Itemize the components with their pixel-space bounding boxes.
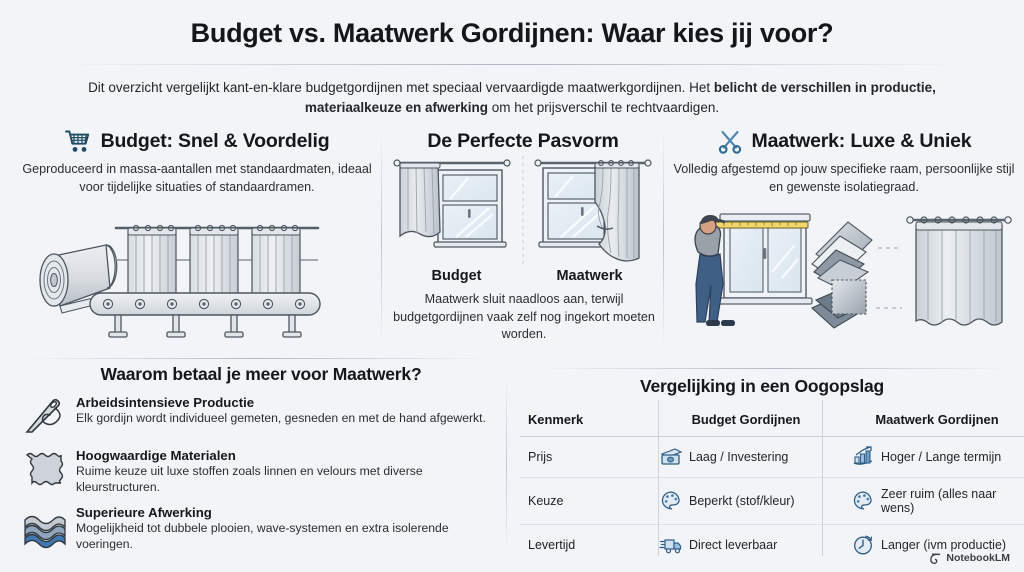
intro-text-bold: belicht de verschillen in productie, mat… xyxy=(304,80,936,115)
clock-icon xyxy=(852,534,874,556)
why-section-divider xyxy=(22,358,492,359)
panel-maatwerk-description: Volledig afgestemd op jouw specifieke ra… xyxy=(673,162,1015,194)
why-section: Waarom betaal je meer voor Maatwerk? Arb… xyxy=(22,364,500,561)
feature-heading: Hoogwaardige Materialen xyxy=(76,448,236,463)
feature-text: Mogelijkheid tot dubbele plooien, wave-s… xyxy=(76,521,449,551)
page-title: Budget vs. Maatwerk Gordijnen: Waar kies… xyxy=(190,18,834,48)
title-divider xyxy=(58,64,966,65)
fabric-swatch-icon xyxy=(22,447,66,491)
delivery-truck-icon xyxy=(659,534,682,556)
panel-maatwerk-title: Maatwerk: Luxe & Uniek xyxy=(751,129,972,152)
bottom-vertical-divider xyxy=(506,376,507,554)
cell-text: Zeer ruim (alles naar wens) xyxy=(881,487,997,515)
table-row: Keuze xyxy=(520,477,1024,525)
cell-text: Beperkt (stof/kleur) xyxy=(689,494,795,508)
conveyor-belt-illustration xyxy=(18,214,376,340)
intro-text-part1: Dit overzicht vergelijkt kant-en-klare b… xyxy=(88,80,714,95)
panel-budget-title: Budget: Snel & Voordelig xyxy=(100,129,330,152)
why-section-title: Waarom betaal je meer voor Maatwerk? xyxy=(100,364,422,384)
feature-item-materials: Hoogwaardige Materialen Ruime keuze uit … xyxy=(22,447,500,495)
feature-text: Ruime keuze uit luxe stoffen zoals linne… xyxy=(76,464,423,494)
feature-item-labor: Arbeidsintensieve Productie Elk gordijn … xyxy=(22,394,500,438)
row-label-keuze: Keuze xyxy=(520,477,650,525)
row-label-levertijd: Levertijd xyxy=(528,538,576,552)
table-row: Levertijd xyxy=(520,525,1024,566)
column-header-maatwerk: Maatwerk Gordijnen xyxy=(842,407,1024,437)
column-header-budget: Budget Gordijnen xyxy=(650,407,842,437)
shopping-cart-icon xyxy=(64,129,92,154)
growth-chart-icon xyxy=(852,446,874,468)
custom-measuring-illustration xyxy=(670,206,1018,341)
money-cash-icon xyxy=(660,446,683,468)
scissors-icon xyxy=(717,129,743,154)
feature-text: Elk gordijn wordt individueel gemeten, g… xyxy=(76,411,486,425)
comparison-title: Vergelijking in een Oogopslag xyxy=(639,376,885,396)
palette-icon xyxy=(660,490,682,512)
cell-budget-keuze: Beperkt (stof/kleur) xyxy=(650,477,842,525)
caption-maatwerk: Maatwerk xyxy=(556,268,623,284)
cell-text: Direct leverbaar xyxy=(689,538,778,552)
cell-budget-prijs: Laag / Investering xyxy=(650,436,842,478)
window-captions: Budget Maatwerk xyxy=(390,268,656,284)
cell-text: Hoger / Lange termijn xyxy=(881,450,1002,464)
cell-text: Langer (ivm productie) xyxy=(881,538,1007,552)
comparison-section-divider xyxy=(540,368,1010,369)
panels-row: Budget: Snel & Voordelig Geproduceerd in… xyxy=(0,126,1024,356)
panel-maatwerk-header: Maatwerk: Luxe & Uniek xyxy=(670,126,1018,156)
feature-item-finishing: Superieure Afwerking Mogelijkheid tot du… xyxy=(22,504,500,552)
window-comparison-illustration xyxy=(390,154,656,269)
panel-maatwerk: Maatwerk: Luxe & Uniek Volledig afgestem… xyxy=(670,126,1018,329)
intro-paragraph: Dit overzicht vergelijkt kant-en-klare b… xyxy=(72,78,952,118)
panel-divider-2 xyxy=(663,130,664,348)
panel-budget: Budget: Snel & Voordelig Geproduceerd in… xyxy=(18,126,376,338)
feature-heading: Superieure Afwerking xyxy=(76,505,212,520)
cell-maatwerk-keuze: Zeer ruim (alles naar wens) xyxy=(842,477,1024,525)
caption-budget: Budget xyxy=(431,268,482,284)
table-header-row: Kenmerk Budget Gordijnen Maatwerk Gordij… xyxy=(520,407,1024,437)
cell-text: Laag / Investering xyxy=(689,450,789,464)
table-column-separator-2 xyxy=(822,400,823,556)
palette-icon xyxy=(852,490,874,512)
table-column-separator-1 xyxy=(658,400,659,556)
row-label-prijs: Prijs xyxy=(520,436,650,478)
panel-fit-footnote: Maatwerk sluit naadloos aan, terwijl bud… xyxy=(393,292,655,341)
panel-perfect-fit: De Perfecte Pasvorm xyxy=(390,126,656,342)
table-row: Prijs Laag / Investering xyxy=(520,436,1024,478)
notebooklm-watermark: NotebookLM xyxy=(929,552,1010,564)
notebooklm-spiral-icon xyxy=(929,552,941,564)
panel-budget-header: Budget: Snel & Voordelig xyxy=(18,126,376,156)
cell-budget-levertijd: Direct leverbaar xyxy=(650,525,842,566)
panel-fit-title: De Perfecte Pasvorm xyxy=(427,129,619,152)
panel-budget-description: Geproduceerd in massa-aantallen met stan… xyxy=(22,162,372,194)
comparison-section: Vergelijking in een Oogopslag Kenmerk Bu… xyxy=(520,376,1024,565)
column-header-kenmerk: Kenmerk xyxy=(520,407,650,437)
cell-maatwerk-levertijd: Langer (ivm productie) xyxy=(842,525,1024,566)
panel-divider-1 xyxy=(381,130,382,348)
feature-heading: Arbeidsintensieve Productie xyxy=(76,395,255,410)
cell-maatwerk-prijs: Hoger / Lange termijn xyxy=(842,436,1024,478)
needle-and-thread-icon xyxy=(22,394,66,438)
comparison-table: Kenmerk Budget Gordijnen Maatwerk Gordij… xyxy=(520,407,1024,565)
intro-text-part2: om het prijsverschil te rechtvaardigen. xyxy=(487,100,720,115)
wave-layers-icon xyxy=(22,504,66,549)
watermark-label: NotebookLM xyxy=(946,552,1010,564)
panel-fit-header: De Perfecte Pasvorm xyxy=(390,126,656,156)
